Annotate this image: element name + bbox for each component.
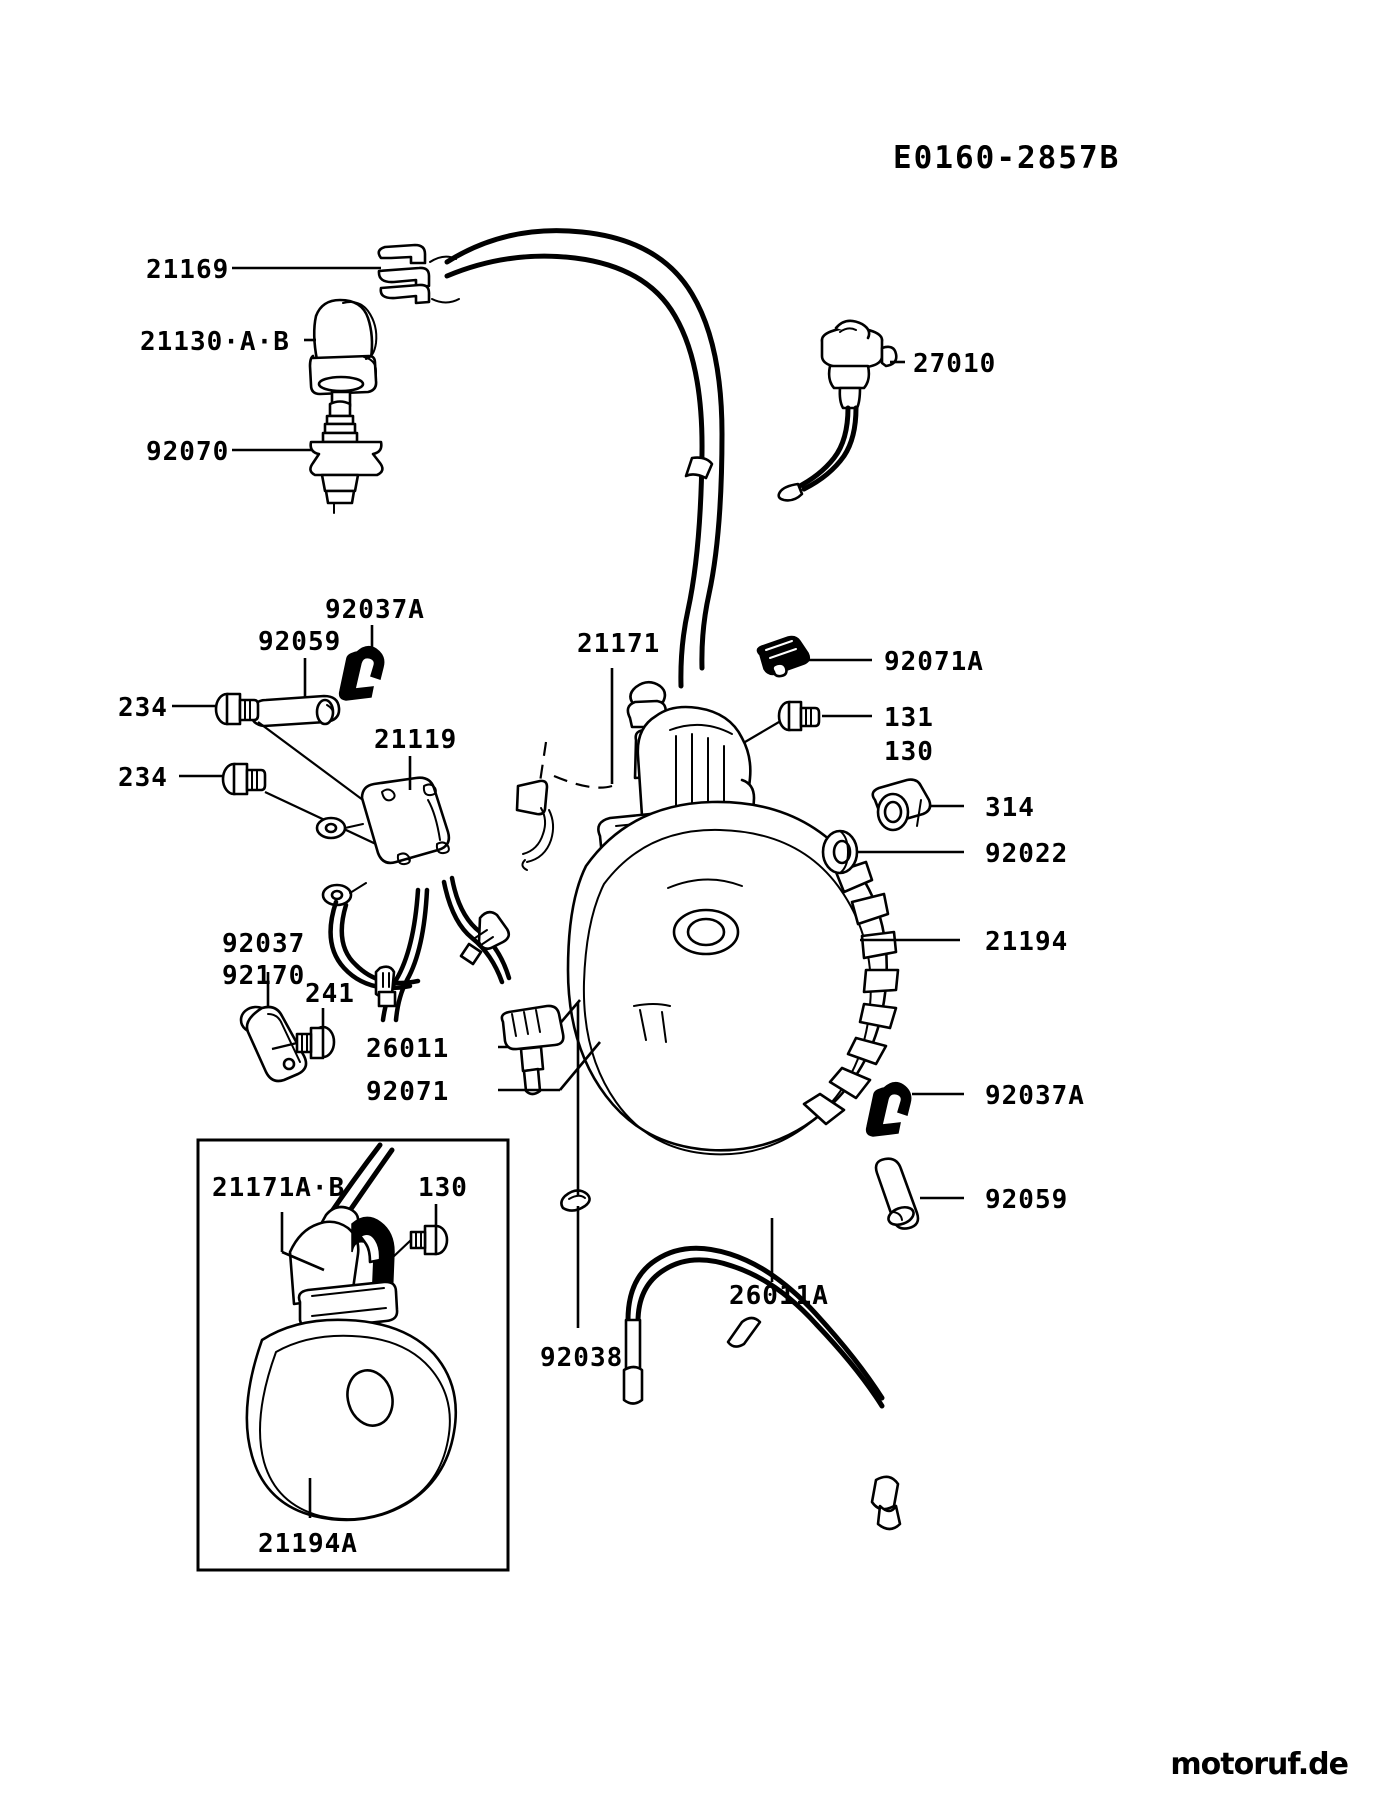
label-92037: 92037 xyxy=(222,929,305,959)
inset-part-130-bolt xyxy=(391,1224,449,1259)
dash-bracket-to-flywheel xyxy=(553,774,613,789)
part-234-bolt-a xyxy=(214,692,260,726)
part-coil-leads xyxy=(328,875,512,1023)
label-21119: 21119 xyxy=(374,725,457,755)
label-21171: 21171 xyxy=(577,629,660,659)
label-92071A: 92071A xyxy=(884,647,984,677)
part-92037-92170-bracket xyxy=(239,1005,308,1083)
label-92022: 92022 xyxy=(985,839,1068,869)
inset-part-21171AB-coil xyxy=(245,1142,458,1522)
label-92070: 92070 xyxy=(146,437,229,467)
part-92071-connector xyxy=(500,1004,565,1096)
diagram-title: E0160-2857B xyxy=(893,140,1120,176)
label-92037A-bottom: 92037A xyxy=(985,1081,1085,1111)
watermark: motoruf.de xyxy=(1170,1747,1349,1782)
part-92070-spark-plug xyxy=(309,400,384,514)
part-21169-clip xyxy=(377,243,460,305)
part-26011A-lead xyxy=(622,1245,902,1531)
part-21194-flywheel xyxy=(566,800,900,1156)
label-92037A-top: 92037A xyxy=(325,595,425,625)
label-92038: 92038 xyxy=(540,1343,623,1373)
watermark-de: .de xyxy=(1297,1747,1349,1782)
label-130-inset: 130 xyxy=(418,1173,468,1203)
label-92071: 92071 xyxy=(366,1077,449,1107)
part-27010-switch xyxy=(777,319,898,502)
part-234-bolt-b xyxy=(221,762,267,796)
label-21194: 21194 xyxy=(985,927,1068,957)
watermark-uf: uf xyxy=(1267,1747,1299,1782)
part-241-bolt xyxy=(271,1025,336,1060)
part-131-130-bolt xyxy=(744,700,821,743)
part-92037A-top-clip xyxy=(338,645,385,701)
part-92022-washer xyxy=(821,829,859,875)
part-92071A-damper xyxy=(756,635,811,678)
part-92037A-bottom-clip xyxy=(865,1081,912,1137)
label-21169: 21169 xyxy=(146,255,229,285)
part-92059-bottom-tube xyxy=(874,1157,920,1230)
leader-92071-b xyxy=(559,1041,601,1091)
part-bracket-hook xyxy=(515,779,555,871)
part-314-nut xyxy=(871,778,932,832)
label-92059-bottom: 92059 xyxy=(985,1185,1068,1215)
leader-21171AB-b xyxy=(281,1250,325,1272)
label-92170: 92170 xyxy=(222,961,305,991)
label-314: 314 xyxy=(985,793,1035,823)
inset-box xyxy=(196,1138,510,1572)
dash-bracket-leader xyxy=(538,741,548,783)
label-131: 131 xyxy=(884,703,934,733)
part-21119-ht-lead-upper xyxy=(444,228,725,689)
label-26011A: 26011A xyxy=(729,1281,829,1311)
label-92059-top: 92059 xyxy=(258,627,341,657)
label-234-a: 234 xyxy=(118,693,168,723)
label-234-b: 234 xyxy=(118,763,168,793)
label-27010: 27010 xyxy=(913,349,996,379)
label-26011: 26011 xyxy=(366,1034,449,1064)
part-92038-clip xyxy=(560,1189,591,1212)
label-241: 241 xyxy=(305,979,355,1009)
label-130-right: 130 xyxy=(884,737,934,767)
part-21119-ignition-coil xyxy=(315,776,451,907)
part-21130-plug-cap xyxy=(308,298,378,396)
label-21171AB: 21171A·B xyxy=(212,1173,345,1203)
part-92059-top-tube xyxy=(250,694,341,728)
label-21194A: 21194A xyxy=(258,1529,358,1559)
watermark-motor: motor xyxy=(1170,1747,1268,1782)
label-21130: 21130·A·B xyxy=(140,327,290,357)
